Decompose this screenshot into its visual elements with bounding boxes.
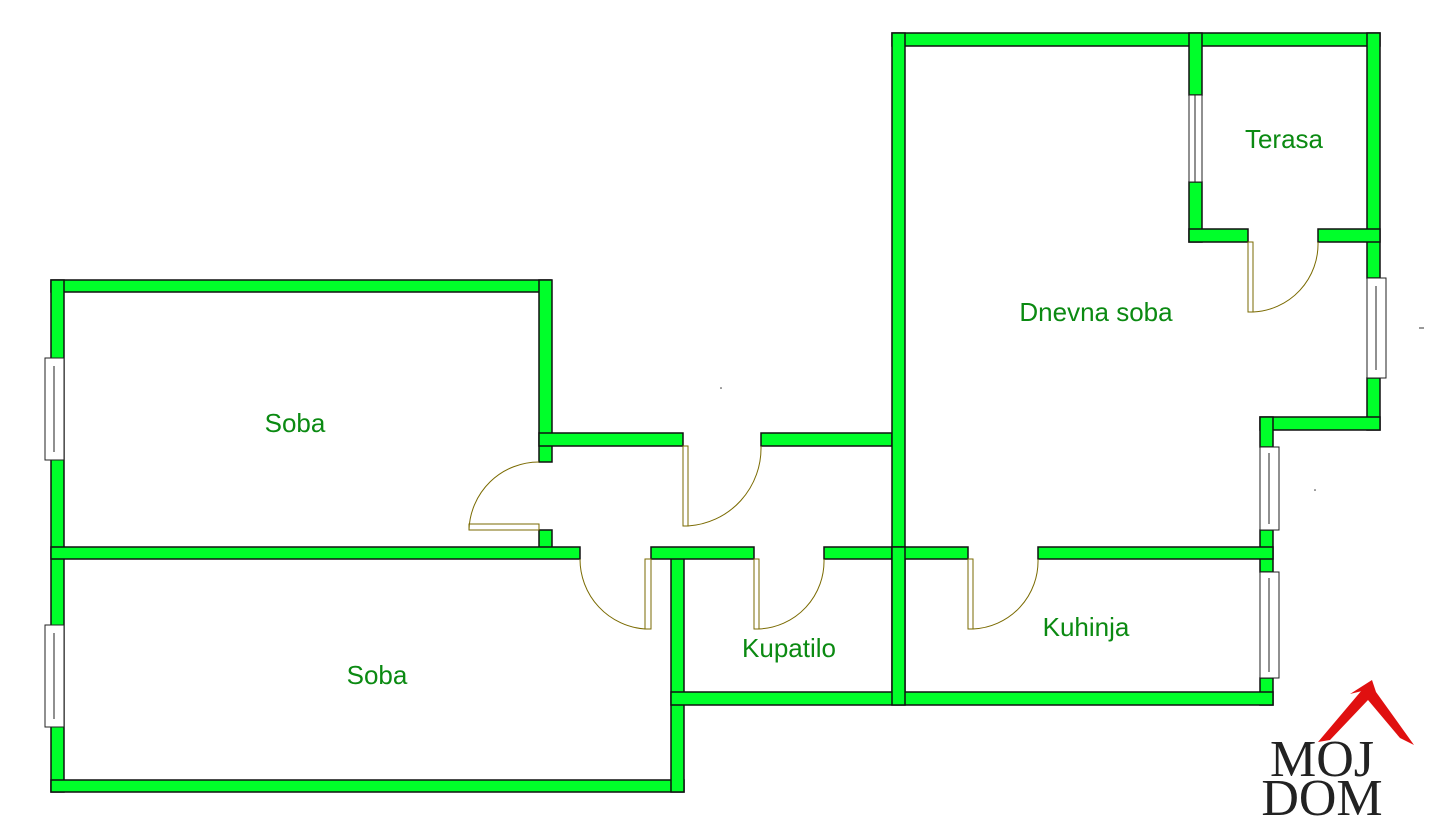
logo-roof-icon <box>1318 680 1414 745</box>
logo-line-1: MOJ <box>1270 731 1374 788</box>
room-label-soba-upper: Soba <box>265 408 326 438</box>
doors <box>468 241 1319 630</box>
room-label-kuhinja: Kuhinja <box>1043 612 1130 642</box>
room-labels: Soba Soba Dnevna soba Terasa Kupatilo Ku… <box>265 124 1324 690</box>
room-label-terasa: Terasa <box>1245 124 1324 154</box>
moj-dom-logo: MOJ DOM <box>1261 680 1414 827</box>
room-label-dnevna-soba: Dnevna soba <box>1019 297 1173 327</box>
room-label-kupatilo: Kupatilo <box>742 633 836 663</box>
logo-line-2: DOM <box>1261 770 1382 827</box>
windows <box>44 94 1387 728</box>
walls-hallway <box>538 432 905 560</box>
room-label-soba-lower: Soba <box>347 660 408 690</box>
walls-left-block <box>50 279 755 793</box>
walls-right-block <box>670 32 1381 706</box>
